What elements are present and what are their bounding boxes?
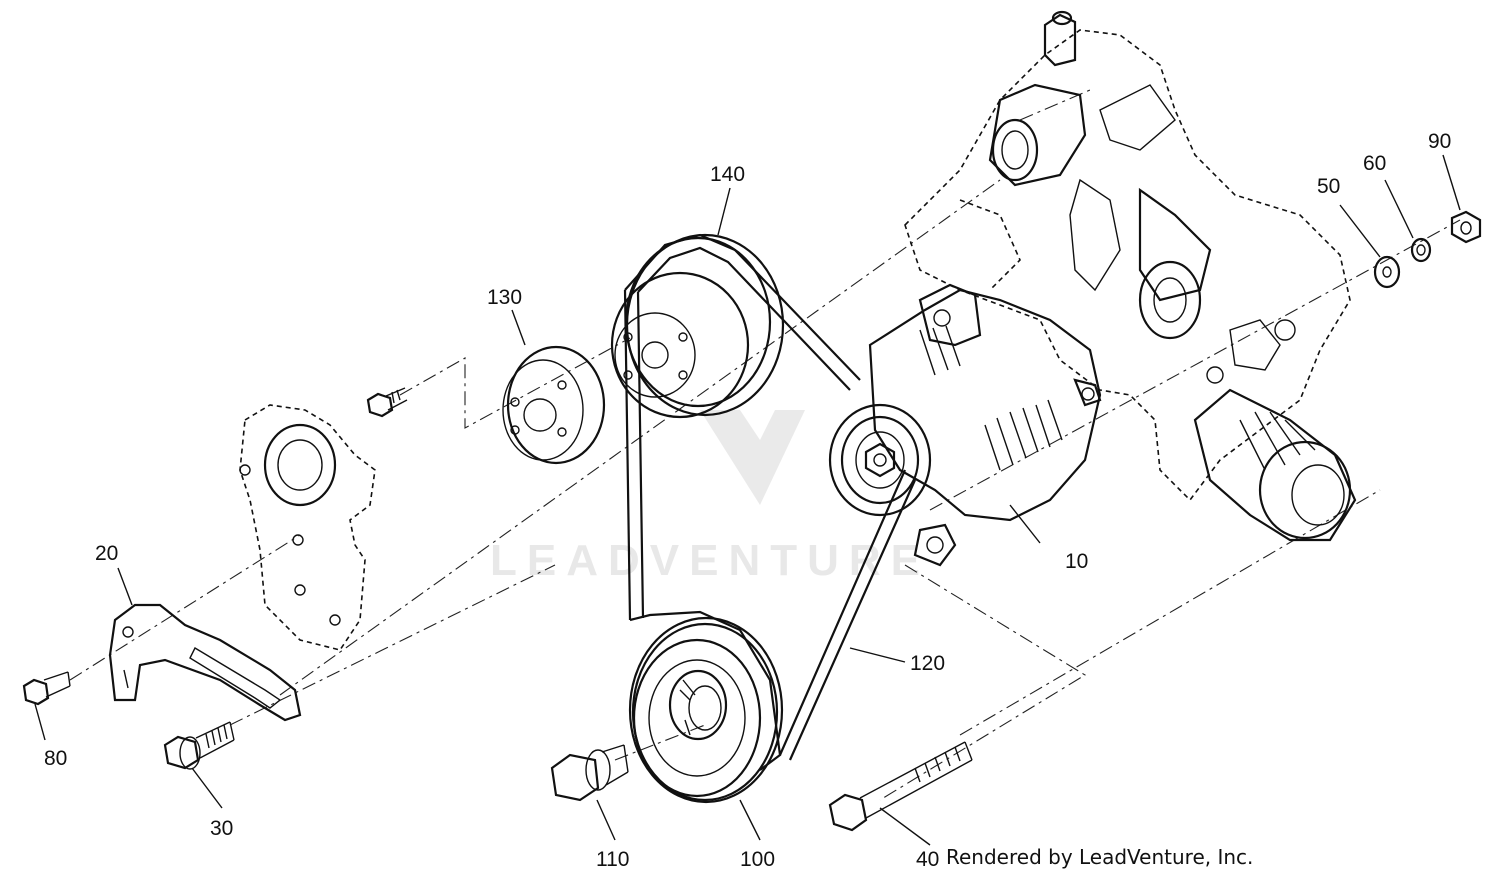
callout-40: 40 bbox=[916, 848, 939, 871]
callout-90: 90 bbox=[1428, 130, 1451, 153]
water-flange bbox=[239, 404, 376, 651]
callout-110: 110 bbox=[596, 848, 629, 871]
callout-140: 140 bbox=[710, 163, 745, 186]
callout-130: 130 bbox=[487, 286, 522, 309]
callout-50: 50 bbox=[1317, 175, 1340, 198]
bolt-80 bbox=[22, 671, 71, 706]
watermark-text: LEADVENTURE bbox=[490, 536, 930, 585]
adjusting-bracket bbox=[108, 603, 302, 722]
callout-30: 30 bbox=[210, 817, 233, 840]
crank-bolt-110 bbox=[550, 744, 629, 802]
small-flange-bolt bbox=[366, 387, 408, 418]
nut-90 bbox=[1450, 210, 1482, 244]
callout-leaders bbox=[34, 154, 1461, 846]
render-credit: Rendered by LeadVenture, Inc. bbox=[946, 845, 1253, 869]
alternator bbox=[828, 283, 1102, 567]
callout-100: 100 bbox=[740, 848, 775, 871]
crankshaft-pulley bbox=[628, 616, 784, 804]
callout-10: 10 bbox=[1065, 550, 1088, 573]
callout-labels: 10 20 30 40 50 60 80 90 100 110 120 130 … bbox=[44, 130, 1451, 871]
oil-filter bbox=[1193, 388, 1357, 542]
flange-bolt-30 bbox=[163, 721, 235, 770]
long-bolt-40 bbox=[828, 741, 973, 832]
spring-washer-60 bbox=[1410, 237, 1432, 263]
callout-80: 80 bbox=[44, 747, 67, 770]
callout-120: 120 bbox=[910, 652, 945, 675]
leadventure-watermark: LEADVENTURE bbox=[490, 410, 930, 585]
spacer bbox=[502, 345, 606, 465]
washer-50 bbox=[1373, 255, 1401, 289]
fan-pulley bbox=[610, 233, 785, 419]
callout-60: 60 bbox=[1363, 152, 1386, 175]
engine-block-outline bbox=[904, 10, 1351, 502]
callout-20: 20 bbox=[95, 542, 118, 565]
